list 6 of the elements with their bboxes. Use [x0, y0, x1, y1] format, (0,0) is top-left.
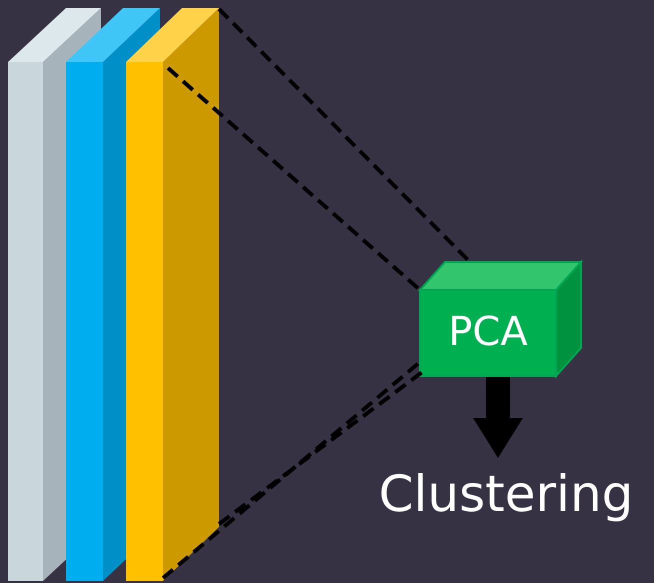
projection-line: [166, 66, 422, 292]
node-label: PCA: [448, 308, 529, 355]
arrow: [473, 377, 523, 458]
projection-line: [162, 360, 422, 580]
projection-line: [218, 8, 472, 264]
caption-text: Clustering: [378, 465, 634, 523]
